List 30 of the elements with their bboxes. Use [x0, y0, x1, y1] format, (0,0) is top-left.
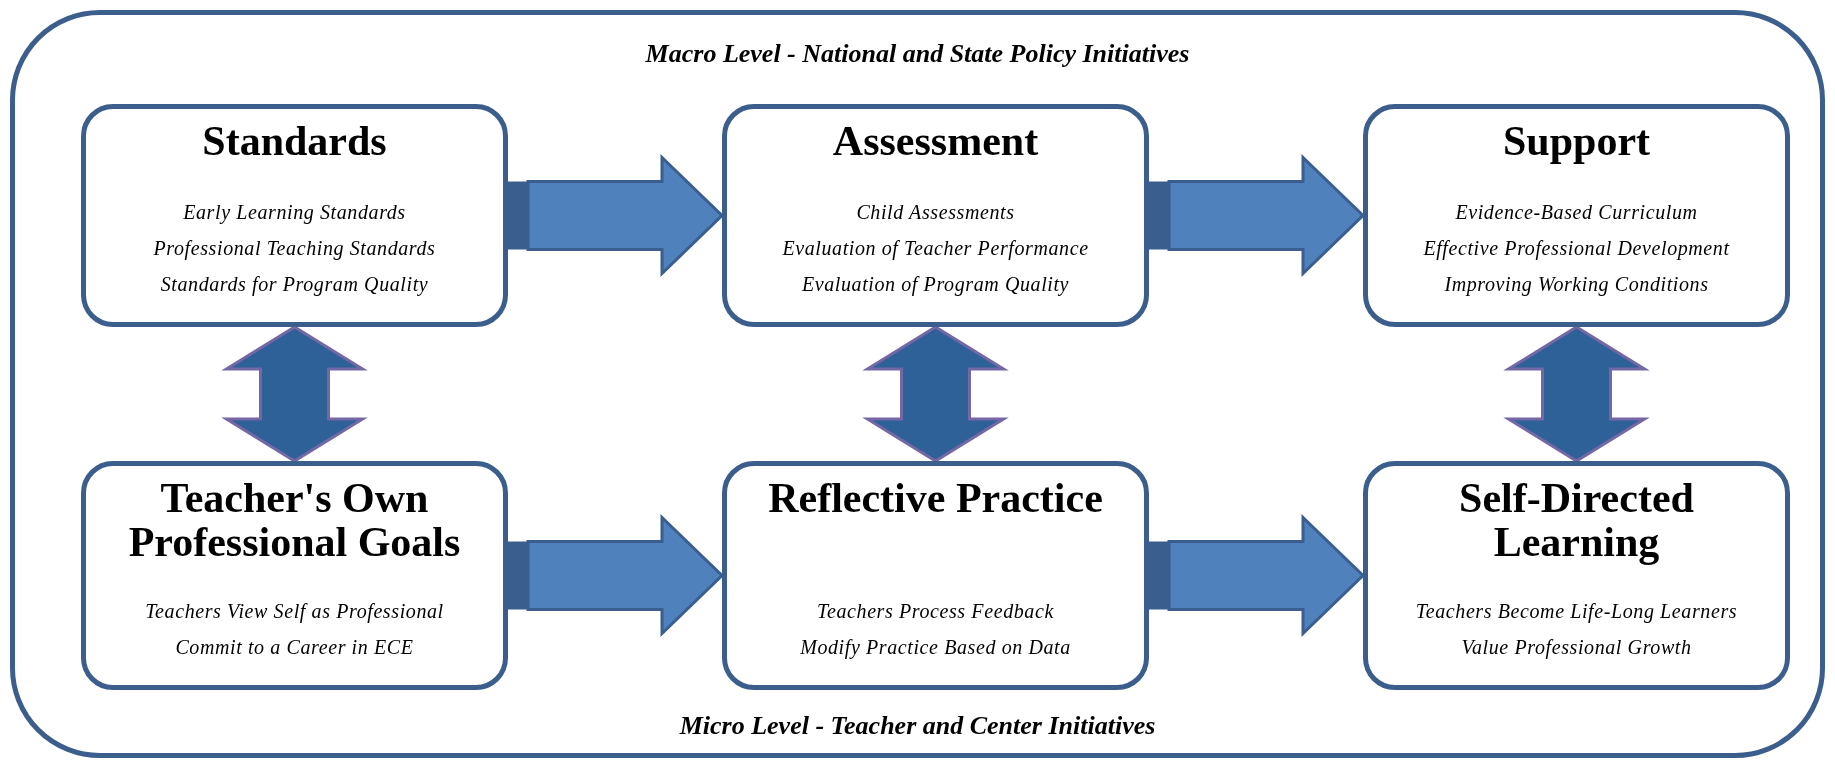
concept-box — [1363, 104, 1790, 327]
box-item: Commit to a Career in ECE — [175, 635, 414, 660]
box-heading: Support — [1501, 119, 1652, 164]
level-heading: Micro Level - Teacher and Center Initiatives — [678, 711, 1157, 741]
box-item: Improving Working Conditions — [1444, 272, 1709, 298]
box-item: Teachers View Self as Professional — [145, 599, 444, 625]
concept-box — [1363, 461, 1790, 690]
box-item: Early Learning Standards — [183, 200, 406, 226]
box-item: Professional Teaching Standards — [153, 236, 436, 262]
concept-box — [81, 104, 508, 327]
box-item: Modify Practice Based on Data — [800, 635, 1071, 661]
box-heading: Standards — [201, 119, 388, 164]
box-heading: Self-Directed Learning — [1458, 476, 1695, 565]
box-item: Evidence-Based Curriculum — [1455, 200, 1698, 225]
concept-box — [722, 104, 1149, 327]
box-heading: Assessment — [831, 119, 1040, 164]
box-item: Standards for Program Quality — [160, 272, 429, 298]
box-item: Evaluation of Teacher Performance — [782, 236, 1089, 262]
concept-box — [81, 461, 508, 690]
box-item: Child Assessments — [856, 200, 1015, 225]
box-heading: Reflective Practice — [767, 476, 1104, 521]
box-item: Value Professional Growth — [1461, 635, 1692, 661]
box-item: Teachers Process Feedback — [817, 599, 1054, 624]
box-item: Teachers Become Life-Long Learners — [1415, 599, 1738, 625]
box-item: Effective Professional Development — [1423, 236, 1730, 262]
outer-frame — [10, 10, 1825, 758]
box-item: Evaluation of Program Quality — [801, 272, 1070, 298]
level-heading: Macro Level - National and State Policy Initiatives — [644, 39, 1191, 69]
concept-box — [722, 461, 1149, 690]
box-heading: Teacher's Own Professional Goals — [127, 476, 462, 565]
